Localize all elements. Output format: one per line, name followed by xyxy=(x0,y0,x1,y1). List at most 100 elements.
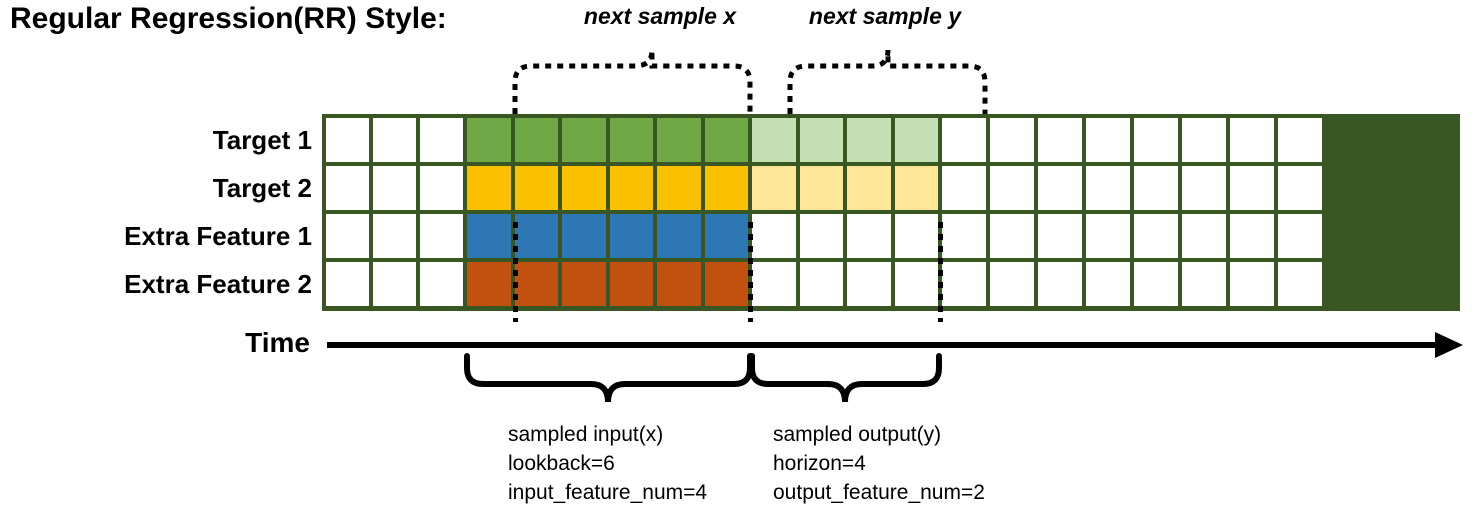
grid-cell xyxy=(609,166,653,210)
grid-cell xyxy=(420,118,463,162)
grid-cell xyxy=(704,118,748,162)
grid-cell xyxy=(326,118,369,162)
grid-cell xyxy=(1086,214,1130,258)
grid-cell xyxy=(514,118,558,162)
grid-cell xyxy=(847,166,891,210)
grid-cell xyxy=(847,214,891,258)
grid-cell xyxy=(752,214,796,258)
row-label-extra-feature-2: Extra Feature 2 xyxy=(124,269,312,299)
row-label-target-1: Target 1 xyxy=(212,125,312,155)
boundary-marker-input-end xyxy=(748,222,753,322)
grid-cell xyxy=(373,214,416,258)
grid-cell xyxy=(1134,214,1178,258)
grid-cell xyxy=(373,262,416,306)
next-sample-x-brace xyxy=(512,49,753,114)
grid-row-extra-feature-1 xyxy=(322,214,1460,262)
grid-cell xyxy=(894,262,938,306)
grid-cell xyxy=(942,166,986,210)
grid-cell xyxy=(1278,214,1322,258)
grid-cell xyxy=(373,166,416,210)
grid-cell xyxy=(1278,262,1322,306)
grid-cell xyxy=(1038,118,1082,162)
grid-cell xyxy=(609,262,653,306)
grid-row-target-2 xyxy=(322,166,1460,214)
grid-cell xyxy=(657,262,701,306)
grid-row-target-1 xyxy=(322,118,1460,166)
grid-cell xyxy=(1230,118,1274,162)
row-label-extra-feature-1: Extra Feature 1 xyxy=(124,221,312,251)
caption-output-line-1: sampled output(y) xyxy=(773,423,942,446)
grid-cell xyxy=(1182,214,1226,258)
grid-cell xyxy=(514,262,558,306)
grid-cell xyxy=(894,166,938,210)
sampled-output-brace xyxy=(749,353,942,403)
grid-cell xyxy=(326,214,369,258)
time-axis-line xyxy=(327,342,1447,348)
page-title: Regular Regression(RR) Style: xyxy=(10,2,447,35)
grid-cell xyxy=(420,214,463,258)
grid-cell xyxy=(326,262,369,306)
grid-cell xyxy=(894,214,938,258)
grid-cell xyxy=(609,118,653,162)
grid-cell xyxy=(657,166,701,210)
grid-cell xyxy=(942,118,986,162)
grid-cell xyxy=(752,262,796,306)
grid-cell xyxy=(799,214,843,258)
grid-cell xyxy=(467,214,511,258)
grid-cell xyxy=(1134,166,1178,210)
grid-cell xyxy=(1230,166,1274,210)
grid-cell xyxy=(1182,118,1226,162)
time-axis-arrow-icon xyxy=(1435,332,1463,358)
grid-cell xyxy=(1230,214,1274,258)
grid-cell xyxy=(1230,262,1274,306)
grid-cell xyxy=(942,214,986,258)
grid-cell xyxy=(326,166,369,210)
grid-cell xyxy=(752,166,796,210)
label-next-sample-y: next sample y xyxy=(808,3,962,29)
boundary-marker-output-end xyxy=(938,222,943,322)
grid-cell xyxy=(1182,166,1226,210)
grid-cell xyxy=(1278,166,1322,210)
row-label-column: Target 1 Target 2 Extra Feature 1 Extra … xyxy=(0,116,312,312)
grid-cell xyxy=(990,262,1034,306)
grid-cell xyxy=(990,214,1034,258)
next-sample-y-brace xyxy=(787,49,988,114)
time-axis-label: Time xyxy=(245,327,310,358)
label-next-sample-x: next sample x xyxy=(583,3,737,29)
grid-cell xyxy=(562,166,606,210)
caption-input-line-3: input_feature_num=4 xyxy=(508,481,708,504)
grid-cell xyxy=(704,166,748,210)
grid-cell xyxy=(1038,214,1082,258)
grid-cell xyxy=(609,214,653,258)
grid-cell xyxy=(1278,118,1322,162)
grid-cell xyxy=(1086,166,1130,210)
grid-cell xyxy=(894,118,938,162)
grid-cell xyxy=(562,118,606,162)
row-label-target-2: Target 2 xyxy=(212,173,312,203)
grid-cell xyxy=(420,262,463,306)
grid-cell xyxy=(704,214,748,258)
grid-cell xyxy=(1038,262,1082,306)
grid-cell xyxy=(847,262,891,306)
grid-cell xyxy=(657,214,701,258)
grid-cell xyxy=(467,118,511,162)
grid-cell xyxy=(373,118,416,162)
caption-input-line-2: lookback=6 xyxy=(508,452,615,475)
grid-cell xyxy=(657,118,701,162)
grid-cell xyxy=(799,166,843,210)
grid-cell xyxy=(1086,118,1130,162)
grid-cell xyxy=(704,262,748,306)
grid-cell xyxy=(467,262,511,306)
grid-cell xyxy=(990,118,1034,162)
caption-output-line-2: horizon=4 xyxy=(773,452,866,475)
grid-cell xyxy=(752,118,796,162)
grid-cell xyxy=(420,166,463,210)
sampled-input-brace xyxy=(464,353,753,403)
grid-cell xyxy=(799,118,843,162)
grid-cell xyxy=(847,118,891,162)
caption-output-line-3: output_feature_num=2 xyxy=(773,481,985,504)
grid-cell xyxy=(990,166,1034,210)
grid-cell xyxy=(467,166,511,210)
grid-cell xyxy=(942,262,986,306)
grid-cell xyxy=(562,214,606,258)
